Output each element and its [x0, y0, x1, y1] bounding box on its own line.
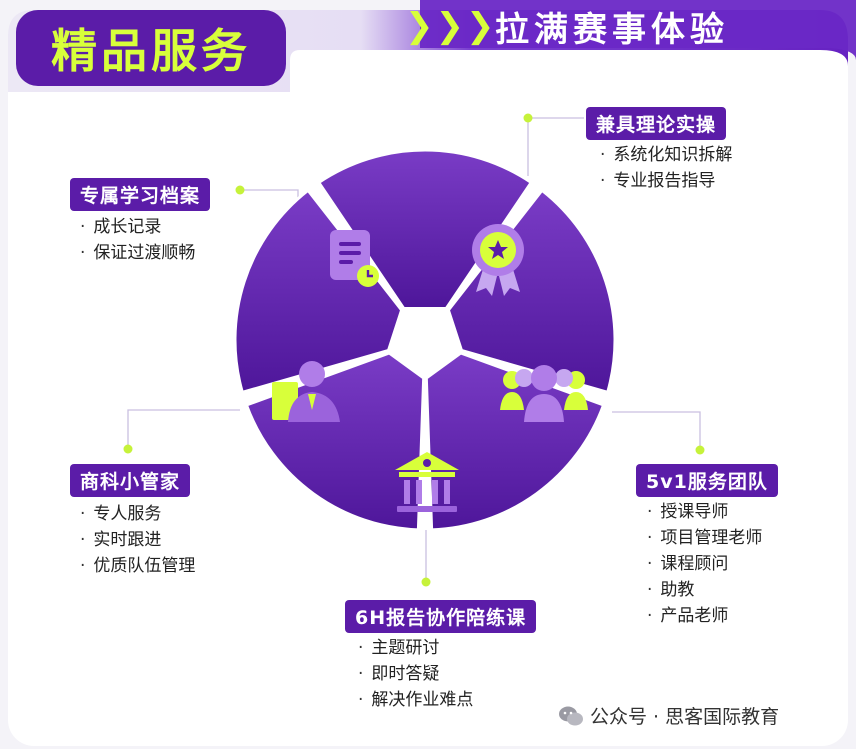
list-item: 解决作业难点: [358, 687, 473, 713]
list-item: 产品老师: [647, 603, 762, 629]
document-clock-icon: [330, 230, 379, 287]
list-team: 授课导师 项目管理老师 课程顾问 助教 产品老师: [647, 499, 762, 629]
label-team: 5v1服务团队: [636, 464, 778, 497]
page-title: 精品服务: [51, 24, 251, 78]
wechat-icon: [559, 706, 583, 725]
list-item: 课程顾问: [647, 551, 762, 577]
connector-dot: [235, 185, 245, 195]
connector-dot: [123, 444, 133, 454]
advisor-icon: [272, 361, 340, 422]
label-steward: 商科小管家: [70, 464, 191, 497]
list-item: 专人服务: [80, 501, 195, 527]
list-item: 保证过渡顺畅: [80, 240, 195, 266]
list-item: 专业报告指导: [600, 168, 732, 194]
list-item: 优质队伍管理: [80, 553, 195, 579]
title-box: 精品服务: [16, 10, 286, 86]
list-item: 助教: [647, 577, 762, 603]
list-item: 项目管理老师: [647, 525, 762, 551]
label-course: 6H报告协作陪练课: [345, 600, 537, 633]
list-course: 主题研讨 即时答疑 解决作业难点: [358, 635, 473, 713]
connector-dot: [523, 113, 533, 123]
list-item: 授课导师: [647, 499, 762, 525]
chevron-arrows-icon: ❯❯❯: [405, 6, 495, 46]
institution-icon: [395, 452, 459, 512]
connector-dot: [421, 577, 431, 587]
team-group-icon: [500, 365, 588, 422]
list-steward: 专人服务 实时跟进 优质队伍管理: [80, 501, 195, 579]
wedge-archive: [317, 148, 533, 310]
wedge-steward: [233, 188, 404, 394]
award-badge-icon: [472, 224, 524, 296]
connector-dot: [695, 445, 705, 455]
list-item: 主题研讨: [358, 635, 473, 661]
list-item: 即时答疑: [358, 661, 473, 687]
list-item: 成长记录: [80, 214, 195, 240]
list-archive: 成长记录 保证过渡顺畅: [80, 214, 195, 266]
label-theory: 兼具理论实操: [586, 107, 727, 140]
list-theory: 系统化知识拆解 专业报告指导: [600, 142, 732, 194]
footer-text: 公众号 · 思客国际教育: [590, 706, 780, 728]
wedge-team: [424, 351, 606, 532]
label-archive: 专属学习档案: [70, 178, 211, 211]
list-item: 实时跟进: [80, 527, 195, 553]
page-subtitle: 拉满赛事体验: [495, 10, 729, 50]
wedge-theory: [446, 188, 617, 394]
list-item: 系统化知识拆解: [600, 142, 732, 168]
footer-source: 公众号 · 思客国际教育: [558, 702, 779, 729]
